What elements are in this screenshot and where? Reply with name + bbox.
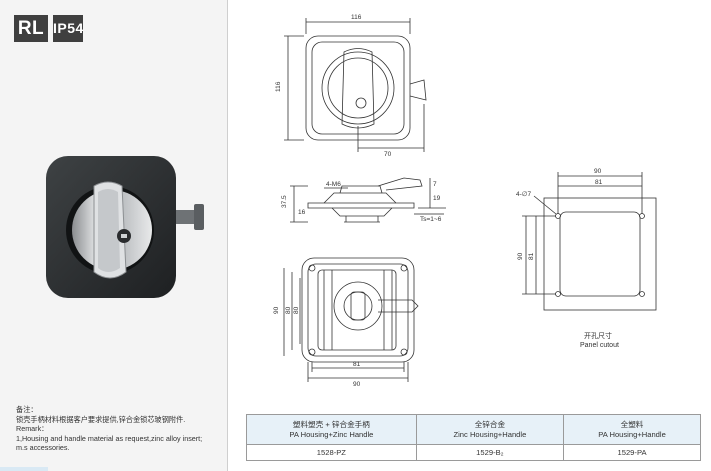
side-d3-dim: 16 bbox=[298, 209, 306, 216]
front-height-dim: 116 bbox=[275, 81, 282, 92]
spec-table: 塑料塑壳 + 锌合金手柄 PA Housing+Zinc Handle 全锌合金… bbox=[246, 414, 701, 461]
cutout-caption-en: Panel cutout bbox=[580, 342, 619, 349]
panel-divider bbox=[227, 0, 228, 471]
cutout-h-outer-dim: 90 bbox=[517, 252, 524, 260]
spec-header-row: 塑料塑壳 + 锌合金手柄 PA Housing+Zinc Handle 全锌合金… bbox=[246, 414, 701, 445]
cutout-holes-dim: 4-∅7 bbox=[516, 191, 531, 198]
ip-rating-badge: IP54 bbox=[53, 15, 83, 42]
side-total-dim: 37.5 bbox=[281, 195, 288, 208]
cutout-caption-cn: 开孔尺寸 bbox=[584, 331, 612, 340]
side-ts-dim: Ts=1~6 bbox=[420, 216, 442, 223]
remark-en-line2: m.s accessories. bbox=[16, 443, 70, 452]
remark-block: 备注： 锁壳手柄材料根据客户要求提供,锌合金锁芯玻钢附件. Remark： 1,… bbox=[16, 405, 221, 453]
rear-inner1-dim: 80 bbox=[293, 306, 300, 314]
cutout-h-inner-dim: 81 bbox=[528, 252, 535, 260]
spec-code-3: 1529-PA bbox=[563, 444, 701, 461]
spec-header-3: 全塑料 PA Housing+Handle bbox=[563, 414, 701, 445]
front-width-dim: 116 bbox=[351, 14, 362, 21]
spec-header-1: 塑料塑壳 + 锌合金手柄 PA Housing+Zinc Handle bbox=[246, 414, 417, 445]
dimension-labels: 116 116 70 37.5 4-M6 7 19 16 Ts=1~6 90 8… bbox=[273, 14, 619, 388]
remark-cn-body: 锁壳手柄材料根据客户要求提供,锌合金锁芯玻钢附件. bbox=[16, 414, 186, 424]
front-offset-dim: 70 bbox=[384, 151, 392, 158]
side-thread-dim: 4-M6 bbox=[326, 181, 341, 188]
side-d1-dim: 7 bbox=[433, 181, 437, 188]
cutout-inner-dim: 81 bbox=[595, 179, 603, 186]
technical-drawing: 116 116 70 37.5 4-M6 7 19 16 Ts=1~6 90 8… bbox=[273, 14, 657, 388]
remark-en-title: Remark： bbox=[16, 424, 49, 433]
rear-h2-dim: 90 bbox=[273, 306, 280, 314]
spec-code-2: 1529-B₂ bbox=[415, 444, 565, 461]
rear-w1-dim: 81 bbox=[353, 361, 361, 368]
spec-code-1: 1528-PZ bbox=[246, 444, 417, 461]
remark-cn-title: 备注： bbox=[16, 405, 38, 414]
spec-header-2: 全锌合金 Zinc Housing+Handle bbox=[415, 414, 565, 445]
spec-code-row: 1528-PZ 1529-B₂ 1529-PA bbox=[246, 444, 701, 461]
bottom-accent bbox=[0, 467, 48, 471]
side-d2-dim: 19 bbox=[433, 195, 441, 202]
cutout-outer-dim: 90 bbox=[594, 168, 602, 175]
lock-photo bbox=[46, 156, 204, 298]
remark-en-line1: 1,Housing and handle material as request… bbox=[16, 433, 203, 443]
series-badge: RL bbox=[14, 15, 48, 42]
rear-inner2-dim: 90 bbox=[353, 381, 361, 388]
rear-h1-dim: 80 bbox=[285, 306, 292, 314]
